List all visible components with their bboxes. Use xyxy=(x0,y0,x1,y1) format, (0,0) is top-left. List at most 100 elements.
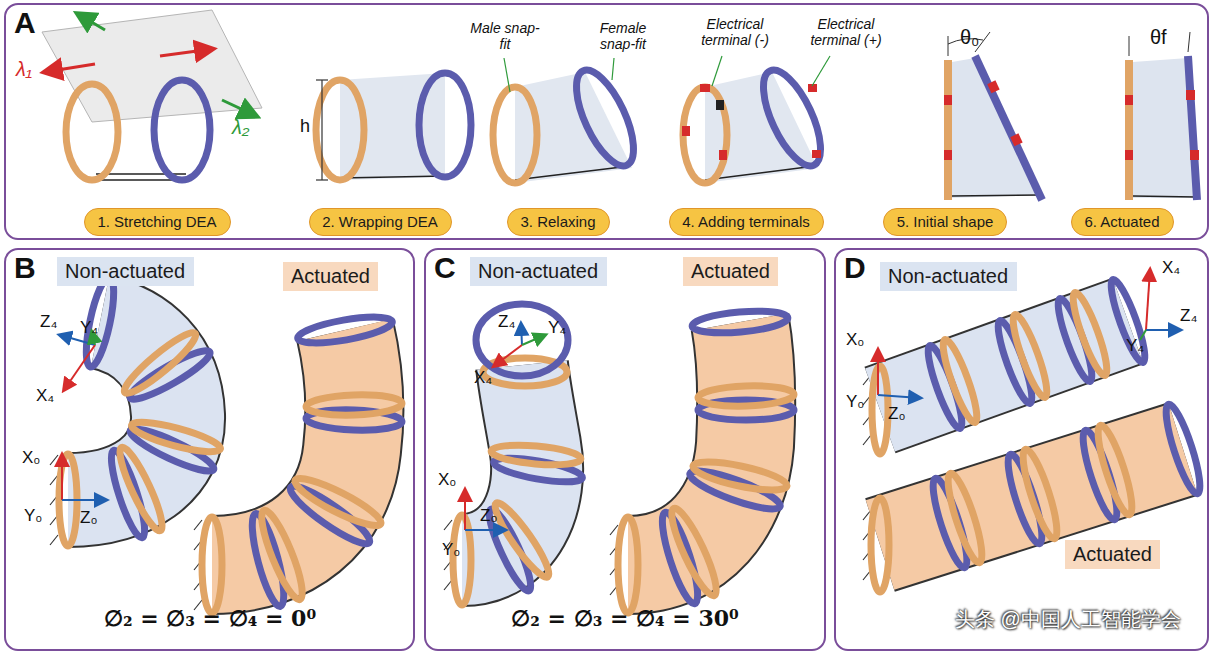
annotation: Y₀ xyxy=(24,506,42,526)
orange-ring xyxy=(489,498,555,582)
polygon-shape xyxy=(952,58,1040,198)
drawn-line xyxy=(1133,196,1196,197)
panel-b-figure xyxy=(50,275,402,613)
annotation: Y₀ xyxy=(442,540,460,560)
blue-ring xyxy=(296,312,394,348)
drawn-line xyxy=(194,520,202,530)
state-label: Actuated xyxy=(683,257,778,286)
callout-text: Electrical terminal (+) xyxy=(796,16,896,48)
rect-shape xyxy=(716,100,724,110)
membrane-tube xyxy=(628,322,746,565)
orange-ring xyxy=(255,507,310,604)
annotation: Y₄ xyxy=(1126,336,1144,356)
orange-ring xyxy=(66,84,118,180)
drawn-line xyxy=(92,179,182,181)
annotation: Z₀ xyxy=(80,508,97,528)
drawn-line xyxy=(316,79,328,80)
blue-ring xyxy=(105,447,151,540)
drawn-line xyxy=(494,345,522,366)
drawn-line xyxy=(444,520,452,530)
annotation: ∅₂ = ∅₃ = ∅₄ = 30⁰ xyxy=(511,606,738,631)
drawn-line xyxy=(61,455,63,500)
orange-ring xyxy=(942,471,988,566)
drawn-line xyxy=(878,395,920,398)
drawn-line xyxy=(222,100,256,116)
annotation: Z₄ xyxy=(40,312,57,332)
rect-shape xyxy=(682,126,690,136)
drawn-line xyxy=(1129,36,1130,56)
rect-shape xyxy=(719,150,727,160)
rect-shape xyxy=(1125,150,1133,160)
drawn-line xyxy=(948,36,949,56)
drawn-line xyxy=(812,56,830,86)
drawn-line xyxy=(45,64,95,72)
orange-ring xyxy=(937,337,982,425)
drawn-line xyxy=(62,499,106,501)
rect-shape xyxy=(1186,90,1195,100)
drawn-line xyxy=(521,324,522,345)
orange-ring xyxy=(1017,447,1063,542)
annotation: X₄ xyxy=(474,368,492,388)
label-text: Actuated xyxy=(691,260,770,283)
orange-ring xyxy=(129,416,223,457)
label-text: 3. Relaxing xyxy=(520,213,595,230)
drawn-line xyxy=(50,535,58,545)
panel-letter: A xyxy=(14,6,36,40)
step2-figure xyxy=(316,73,471,180)
blue-ring xyxy=(1105,277,1150,365)
step6-figure xyxy=(1125,32,1199,200)
callout-text: Electrical terminal (-) xyxy=(686,16,784,48)
label-text: Non-actuated xyxy=(65,260,185,283)
state-label: Actuated xyxy=(283,262,378,291)
drawn-line xyxy=(975,56,1042,200)
annotation: Z₀ xyxy=(480,506,497,526)
polygon-shape xyxy=(42,10,262,122)
orange-ring xyxy=(490,442,581,468)
blue-ring xyxy=(476,304,568,376)
label-text: Non-actuated xyxy=(888,265,1008,288)
drawn-line xyxy=(504,58,510,92)
orange-ring xyxy=(871,498,889,592)
orange-ring xyxy=(493,87,537,183)
orange-ring xyxy=(1067,290,1112,378)
blue-ring xyxy=(81,275,120,369)
drawn-line xyxy=(321,80,322,180)
drawn-line xyxy=(1146,270,1150,330)
membrane-tube xyxy=(628,322,746,565)
label-text: 6. Actuated xyxy=(1084,213,1159,230)
annotation: X₀ xyxy=(846,330,864,350)
orange-ring xyxy=(665,504,724,599)
step-label: 6. Actuated xyxy=(1071,208,1174,236)
rect-shape xyxy=(700,84,710,92)
annotation: h xyxy=(300,116,310,137)
blue-ring xyxy=(656,509,705,606)
drawn-line xyxy=(50,455,58,465)
callout-text: Male snap-fit xyxy=(468,20,542,52)
rect-shape xyxy=(1190,150,1199,160)
orange-ring xyxy=(1092,423,1138,518)
annotation: X₀ xyxy=(438,470,456,490)
label-text: 2. Wrapping DEA xyxy=(322,213,438,230)
orange-ring xyxy=(306,393,403,416)
label-text: Actuated xyxy=(291,265,370,288)
blue-ring xyxy=(246,511,290,609)
annotation: λ₂ xyxy=(232,116,249,139)
drawn-line xyxy=(340,176,445,178)
rect-shape xyxy=(1125,95,1133,105)
drawn-line xyxy=(1146,329,1180,331)
drawn-line xyxy=(522,335,545,345)
step5-figure xyxy=(944,32,1042,200)
rect-shape xyxy=(944,60,952,200)
state-label: Non-actuated xyxy=(880,262,1017,291)
orange-ring xyxy=(1007,312,1052,400)
drawn-line xyxy=(316,179,328,180)
rect-shape xyxy=(1125,60,1133,200)
annotation: θf xyxy=(1150,26,1167,49)
drawn-line xyxy=(465,529,505,531)
panel: BNon-actuatedActuated xyxy=(4,248,415,651)
state-label: Non-actuated xyxy=(57,257,194,286)
annotation: X₀ xyxy=(22,448,40,468)
drawn-line xyxy=(863,435,871,445)
label-text: Actuated xyxy=(1073,543,1152,566)
